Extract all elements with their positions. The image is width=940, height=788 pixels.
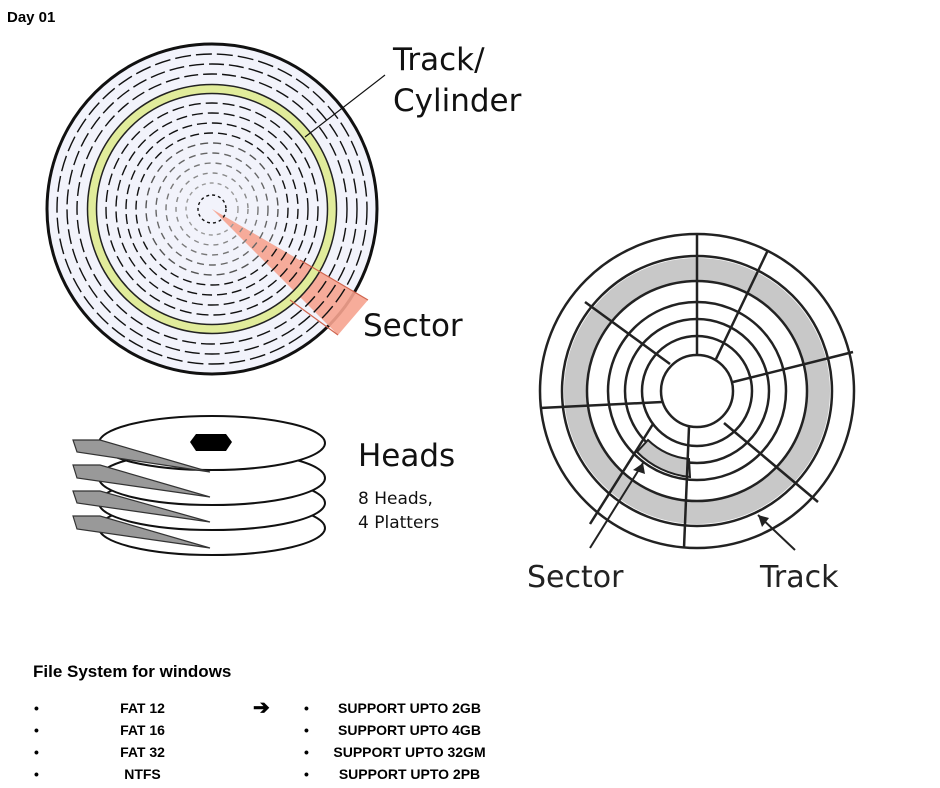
highlighted-track: [87, 84, 337, 334]
track-rings: [56, 53, 368, 365]
list-item: •FAT 12: [34, 700, 165, 716]
pixel-disk-diagram: [538, 232, 856, 551]
hatched-sector: [635, 438, 692, 479]
read-write-heads: [72, 439, 211, 549]
spindle-hub: [190, 434, 232, 451]
day-heading: Day 01: [7, 9, 56, 26]
heads-description: 8 Heads, 4 Platters: [358, 489, 440, 533]
list-item: •SUPPORT UPTO 32GM: [304, 744, 486, 760]
pixel-sector-label: Sector: [527, 560, 624, 595]
support-limits-list: •SUPPORT UPTO 2GB •SUPPORT UPTO 4GB •SUP…: [298, 697, 528, 785]
file-system-list: •FAT 12 •FAT 16 •FAT 32 •NTFS: [30, 697, 220, 785]
track-leader-line: [304, 74, 386, 138]
list-item: •NTFS: [34, 766, 161, 782]
list-item: •SUPPORT UPTO 4GB: [304, 722, 481, 738]
list-item: •FAT 16: [34, 722, 165, 738]
track-cylinder-label: Track/ Cylinder: [393, 42, 522, 119]
list-item: •SUPPORT UPTO 2GB: [304, 700, 481, 716]
list-item: •SUPPORT UPTO 2PB: [304, 766, 481, 782]
sector-label: Sector: [363, 308, 463, 344]
pixel-track-label: Track: [760, 560, 839, 595]
heads-label: Heads: [358, 438, 456, 474]
file-system-title: File System for windows: [33, 662, 232, 681]
arrow-right-icon: ➔: [253, 697, 270, 719]
list-item: •FAT 32: [34, 744, 165, 760]
sector-wedge: [212, 209, 368, 335]
